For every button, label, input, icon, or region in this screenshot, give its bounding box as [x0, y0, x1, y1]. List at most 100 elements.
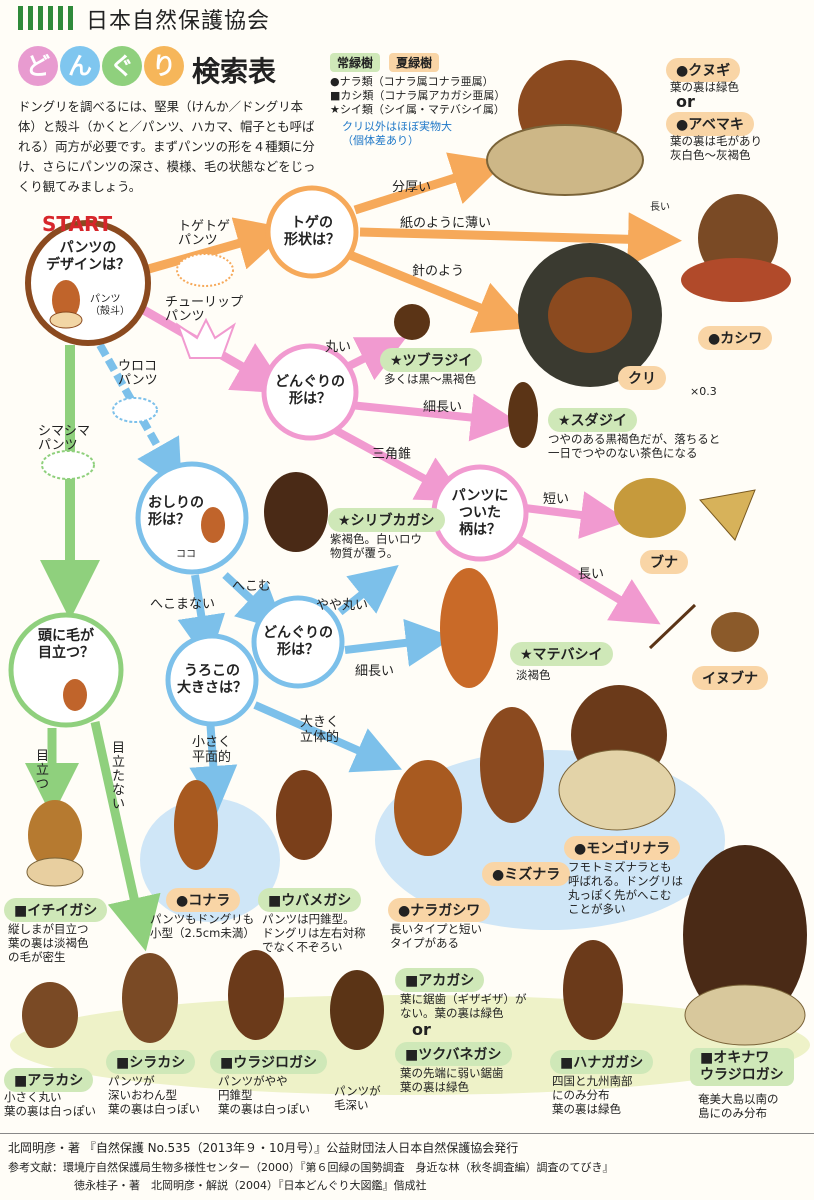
arrow-hari [348, 250, 531, 333]
species-name: ■ツクバネガシ [395, 1042, 512, 1066]
header: 日本自然保護協会 [0, 0, 814, 36]
legend-note: クリ以外はほぼ実物大 （個体差あり） [342, 120, 452, 147]
ubamegashi-acorn-icon [276, 770, 332, 860]
oshiri-acorn-icon [201, 507, 225, 543]
species-desc: パンツがやや 円錐型 葉の裏は白っぽい [218, 1074, 310, 1116]
deciduous-tag: 夏緑樹 [389, 53, 440, 72]
org-name: 日本自然保護協会 [86, 9, 271, 34]
species-desc: 淡褐色 [516, 668, 551, 682]
species-name: ★ツブラジイ [380, 348, 483, 372]
edge-label: 丸い [325, 340, 352, 355]
tulip-pants-icon [175, 317, 237, 359]
edge-label: 針のよう [412, 264, 465, 279]
edge-label: 分厚い [392, 180, 432, 195]
species-name: ●コナラ [166, 888, 241, 912]
species-desc: 葉に鋸歯（ギザギザ）が ない。葉の裏は緑色 [400, 992, 527, 1020]
species-name: ■ハナガガシ [550, 1050, 654, 1074]
species-name: ●クヌギ [666, 58, 741, 82]
naragashiwa-acorn-icon [394, 760, 462, 856]
kedatsu-question: 頭に毛が 目立つ？ [38, 628, 94, 661]
species-name: ●モンゴリナラ [564, 836, 681, 860]
species-desc: フモトミズナラとも 呼ばれる。ドングリは 丸っぽく先がへこむ ことが多い [568, 860, 683, 916]
logo-bar [28, 6, 33, 30]
kunugi-cup-icon [486, 124, 644, 196]
title-char: ん [60, 46, 100, 86]
arrow-hekomu [222, 572, 286, 632]
logo-bar [58, 6, 63, 30]
matebashii-acorn-icon [440, 568, 498, 688]
edge-label: へこまない [150, 597, 216, 612]
species-name: ●ミズナラ [482, 862, 571, 886]
arrow-toge [143, 217, 291, 275]
kuri-nut-icon [548, 277, 632, 353]
arrow-sankaku [333, 426, 467, 502]
species-name: ●カシワ [698, 326, 773, 350]
logo-bar [18, 6, 23, 30]
uroko-question: うろこの 大きさは？ [177, 663, 247, 696]
edge-label: 大きく 立体的 [300, 715, 340, 745]
species-name: ■ウバメガシ [258, 888, 362, 912]
edge-label: ウロコ パンツ [118, 359, 158, 388]
species-desc: 多くは黒～黒褐色 [384, 372, 476, 386]
toge-question: トゲの 形状は？ [284, 215, 340, 248]
shape2-circle [251, 595, 345, 689]
species-desc: 奄美大島以南の 島にのみ分布 [698, 1092, 779, 1120]
species-desc: 四国と九州南部 にのみ分布 葉の裏は緑色 [552, 1074, 633, 1116]
urajirogashi-acorn-icon [228, 950, 284, 1040]
inubuna-stem-icon [648, 603, 697, 650]
shape1-question: どんぐりの 形は？ [275, 374, 345, 407]
start-question: パンツの デザインは？ [46, 240, 130, 273]
species-name: ★シリブカガシ [328, 508, 445, 532]
mizunara-acorn-icon [480, 707, 544, 823]
footer-reference: 参考文献：環境庁自然保護局生物多様性センター（2000）『第６回緑の国勢調査 身… [8, 1161, 614, 1174]
konara-acorn-icon [174, 780, 218, 870]
oshiri-circle [135, 461, 249, 575]
species-desc: つやのある黒褐色だが、落ちると 一日でつやのない茶色になる [548, 432, 721, 460]
arrow-chiisaku [189, 717, 238, 814]
legend-item: ■カシ類（コナラ属アカガシ亜属） [330, 89, 506, 102]
oshiri-question: おしりの 形は？ [148, 495, 204, 528]
species-desc: パンツもドングリも 小型（2.5cm未満） [150, 912, 255, 940]
footer-divider [0, 1133, 814, 1134]
buna-nut-icon [699, 489, 756, 541]
edge-label: 細長い [423, 400, 463, 415]
start-acorn-icon [52, 280, 80, 320]
okinawa-cup-icon [684, 984, 806, 1046]
species-desc: 紫褐色。白いロウ 物質が覆う。 [330, 532, 422, 560]
species-name: ■アカガシ [395, 968, 485, 992]
species-name: ■シラカシ [106, 1050, 196, 1074]
toge-circle [265, 185, 359, 279]
species-name: ★マテバシイ [510, 642, 613, 666]
arrow-yayamaru [337, 565, 399, 616]
shape2-question: どんぐりの 形は？ [263, 625, 333, 658]
arrow-medatanai [90, 721, 161, 952]
species-name: クリ [618, 366, 666, 390]
title-char: り [144, 46, 184, 86]
uroko-pants-icon [112, 397, 158, 423]
arrow-kami [359, 212, 682, 267]
edge-label: チューリップ パンツ [165, 295, 244, 324]
species-name: ■ウラジロガシ [210, 1050, 327, 1074]
species-desc: 葉の裏は緑色 [670, 80, 739, 94]
edge-label: 目立たない [112, 741, 126, 812]
edge-label: 目立つ [36, 749, 50, 792]
shiribukagashi-acorn-icon [264, 472, 328, 552]
uroko-circle [165, 633, 259, 727]
footer: 北岡明彦・著 『自然保護 No.535（2013年９・10月号）』公益財団法人日… [0, 1133, 814, 1200]
species-name: イヌブナ [692, 666, 768, 690]
legend-item: ●ナラ類（コナラ属コナラ亜属） [330, 75, 494, 88]
arrow-ookiku [253, 701, 402, 773]
arrow-mijikai [524, 491, 629, 539]
shirakashi-acorn-icon [122, 953, 178, 1043]
arrow-marui [343, 337, 407, 381]
logo-bar [68, 6, 73, 30]
legend: 常緑樹 夏緑樹 ●ナラ類（コナラ属コナラ亜属） ■カシ類（コナラ属アカガシ亜属）… [330, 52, 505, 148]
start-label: START [42, 212, 113, 236]
footer-credit: 北岡明彦・著 『自然保護 No.535（2013年９・10月号）』公益財団法人日… [8, 1141, 519, 1155]
edge-label: 小さく 平面的 [192, 735, 232, 765]
intro-text: ドングリを調べるには、堅果（けんか／ドングリ本体）と殻斗（かくと／パンツ、ハカマ… [18, 99, 316, 194]
species-name: ■アラカシ [4, 1068, 94, 1092]
arakashi-acorn-icon [22, 982, 78, 1048]
edge-label: 細長い [355, 664, 395, 679]
kebukai-acorn-icon [330, 970, 384, 1050]
